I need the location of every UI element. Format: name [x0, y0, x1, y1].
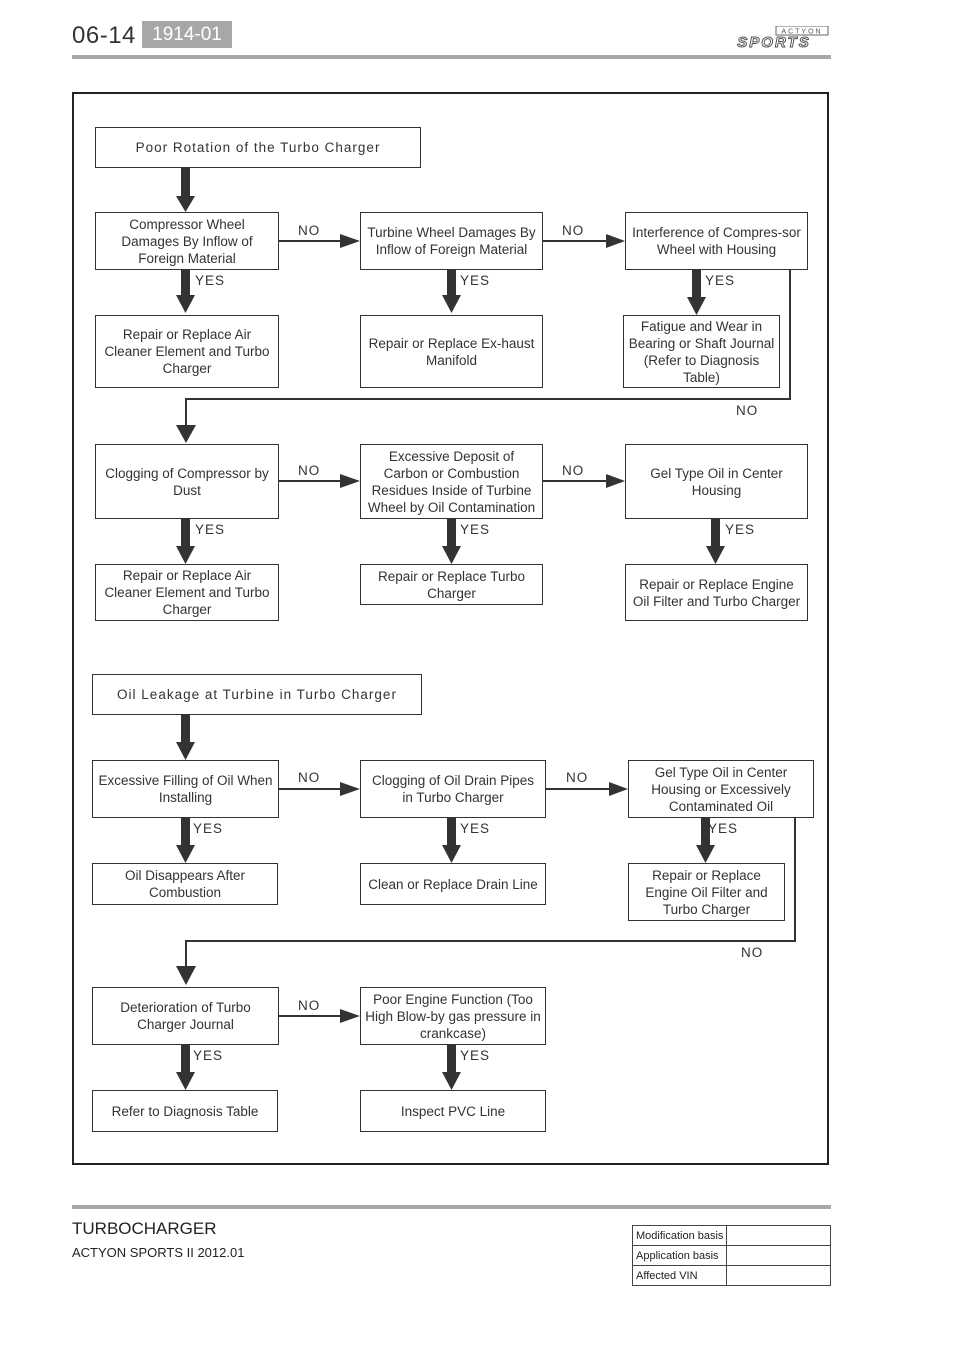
footer-rule	[72, 1205, 831, 1209]
footer-title: TURBOCHARGER	[72, 1219, 217, 1238]
flow2-yes-label: YES	[460, 821, 491, 836]
revision-value	[726, 1245, 831, 1266]
flow2-inspect-pvc-line: Inspect PVC Line	[360, 1090, 546, 1132]
flow2-no-label: NO	[298, 770, 321, 785]
flow2-gel-oil-contaminated: Gel Type Oil in Center Housing or Excess…	[628, 760, 814, 818]
section-code-badge: 1914-01	[142, 21, 232, 48]
flow1-yes-label: YES	[725, 522, 756, 537]
flow2-replace-drain-line: Clean or Replace Drain Line	[360, 863, 546, 905]
flow1-compressor-wheel-damage: Compressor Wheel Damages By Inflow of Fo…	[95, 212, 279, 270]
flow2-refer-diagnosis-table: Refer to Diagnosis Table	[92, 1090, 278, 1132]
flow2-yes-label: YES	[193, 821, 224, 836]
flow1-repair-air-cleaner-1: Repair or Replace Air Cleaner Element an…	[95, 315, 279, 388]
revision-row: Affected VIN	[631, 1265, 831, 1286]
revision-label: Modification basis	[631, 1225, 728, 1246]
flow1-repair-air-cleaner-2: Repair or Replace Air Cleaner Element an…	[95, 564, 279, 621]
revision-value	[726, 1225, 831, 1246]
svg-text:ACTYON: ACTYON	[781, 29, 822, 36]
flow2-no-label: NO	[298, 998, 321, 1013]
flow1-no-label: NO	[736, 403, 759, 418]
flow2-title-box: Oil Leakage at Turbine in Turbo Charger	[92, 674, 422, 715]
revision-label: Affected VIN	[631, 1265, 728, 1286]
flow2-oil-disappears: Oil Disappears After Combustion	[92, 863, 278, 905]
flow1-clogging-compressor: Clogging of Compressor by Dust	[95, 444, 279, 519]
flow1-no-label: NO	[562, 463, 585, 478]
revision-table: Modification basis Application basis Aff…	[631, 1225, 831, 1286]
actyon-sports-logo: ACTYON SPORTS	[737, 26, 829, 50]
flow2-no-label: NO	[566, 770, 589, 785]
flow1-yes-label: YES	[705, 273, 736, 288]
flow1-gel-oil-center-housing: Gel Type Oil in Center Housing	[625, 444, 808, 519]
flow1-no-label: NO	[298, 223, 321, 238]
flow2-yes-label: YES	[460, 1048, 491, 1063]
flow2-clogging-drain-pipes: Clogging of Oil Drain Pipes in Turbo Cha…	[360, 760, 546, 818]
flow1-turbine-wheel-damage: Turbine Wheel Damages By Inflow of Forei…	[360, 212, 543, 270]
flow1-title-box: Poor Rotation of the Turbo Charger	[95, 127, 421, 168]
revision-row: Application basis	[631, 1245, 831, 1266]
flowchart-frame	[72, 92, 829, 1165]
flow1-repair-oil-filter: Repair or Replace Engine Oil Filter and …	[625, 564, 808, 621]
flow2-excessive-oil-filling: Excessive Filling of Oil When Installing	[92, 760, 279, 818]
flow1-repair-turbo-charger: Repair or Replace Turbo Charger	[360, 564, 543, 605]
flow2-no-label: NO	[741, 945, 764, 960]
revision-value	[726, 1265, 831, 1286]
flow2-yes-label: YES	[708, 821, 739, 836]
revision-row: Modification basis	[631, 1225, 831, 1246]
revision-label: Application basis	[631, 1245, 728, 1266]
flow1-yes-label: YES	[195, 273, 226, 288]
footer-subtitle: ACTYON SPORTS II 2012.01	[72, 1245, 245, 1260]
flow1-yes-label: YES	[195, 522, 226, 537]
flow2-poor-engine-function: Poor Engine Function (Too High Blow-by g…	[360, 987, 546, 1045]
flow1-yes-label: YES	[460, 273, 491, 288]
flow2-journal-deterioration: Deterioration of Turbo Charger Journal	[92, 987, 279, 1045]
flow1-compressor-housing-interference: Interference of Compres-sor Wheel with H…	[625, 212, 808, 270]
flow1-yes-label: YES	[460, 522, 491, 537]
flow1-excessive-deposit: Excessive Deposit of Carbon or Combustio…	[360, 444, 543, 519]
header-rule	[72, 55, 831, 59]
flow2-repair-oil-filter: Repair or Replace Engine Oil Filter and …	[628, 863, 785, 921]
page-number: 06-14	[72, 22, 136, 49]
flow2-yes-label: YES	[193, 1048, 224, 1063]
flow1-repair-exhaust-manifold: Repair or Replace Ex-haust Manifold	[360, 315, 543, 388]
svg-text:SPORTS: SPORTS	[737, 34, 810, 50]
flow1-no-label: NO	[562, 223, 585, 238]
flow1-fatigue-wear-bearing: Fatigue and Wear in Bearing or Shaft Jou…	[623, 315, 780, 388]
flow1-no-label: NO	[298, 463, 321, 478]
